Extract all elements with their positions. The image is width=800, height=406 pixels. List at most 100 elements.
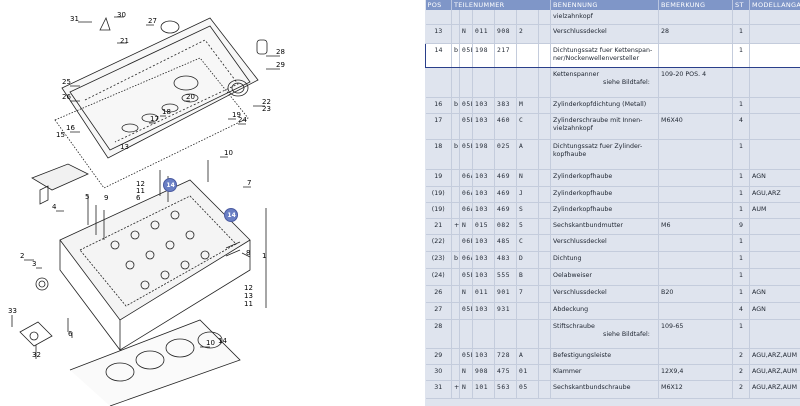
- row-remark: [658, 251, 734, 269]
- highlighted-part-badge[interactable]: 14: [163, 178, 177, 192]
- part-number-suffix: 7: [516, 285, 539, 303]
- row-quantity: 1: [732, 319, 751, 349]
- part-number-suffix: N: [516, 169, 539, 187]
- row-remark: 28: [658, 24, 734, 44]
- diagram-callout-label: 21: [120, 37, 129, 45]
- row-remark: [658, 139, 734, 170]
- table-row[interactable]: vielzahnkopf: [425, 10, 800, 25]
- column-header-model[interactable]: MODELLANGABE: [749, 0, 800, 10]
- row-description: Zylinderkopfhaube: [550, 186, 660, 203]
- row-position: [425, 67, 452, 98]
- row-remark: M6X12: [658, 380, 734, 399]
- row-description: vielzahnkopf: [550, 10, 660, 25]
- table-row[interactable]: 2905B103728ABefestigungsleiste2AGU,ARZ,A…: [425, 348, 800, 365]
- part-number-prefix: 05B: [459, 42, 473, 68]
- part-number-suffix: 5: [516, 218, 539, 235]
- part-number-suffix: [516, 67, 539, 98]
- diagram-callout-label: 24: [238, 116, 247, 124]
- diagram-callout-label: 6: [136, 194, 141, 202]
- description-line: Zylinderkopfdichtung (Metall): [553, 100, 647, 108]
- row-position: 21: [425, 218, 452, 235]
- diagram-callout-label: 29: [276, 61, 285, 69]
- part-number-suffix: [516, 319, 539, 349]
- table-row[interactable]: 1705B103460CZylinderschraube mit Innen-v…: [425, 113, 800, 140]
- table-row[interactable]: (19)06A103469JZylinderkopfhaube1AGU,ARZ: [425, 186, 800, 203]
- row-position: 18: [425, 139, 452, 170]
- diagram-callout-label: 6: [68, 330, 73, 338]
- table-row[interactable]: (19)06A103469SZylinderkopfhaube1AUM: [425, 202, 800, 219]
- part-number-group: [472, 319, 495, 349]
- column-header-quantity[interactable]: ST: [732, 0, 751, 10]
- diagram-callout-label: 33: [8, 307, 17, 315]
- part-number-group: 011: [472, 24, 495, 44]
- part-number-group: [472, 67, 495, 98]
- row-quantity: 1: [732, 251, 751, 269]
- description-line: Zylinderschraube mit Innen-: [553, 116, 643, 124]
- part-number-main: 469: [494, 202, 517, 219]
- part-number-suffix: 05: [516, 380, 539, 399]
- part-number-suffix: S: [516, 202, 539, 219]
- diagram-callout-label: 13: [120, 143, 129, 151]
- row-mark: [451, 169, 460, 187]
- part-number-prefix: 06A: [459, 202, 473, 219]
- table-row[interactable]: 16b05B103383MZylinderkopfdichtung (Metal…: [425, 97, 800, 114]
- part-number-spacer: [538, 251, 552, 269]
- column-header-pos[interactable]: POS: [425, 0, 452, 10]
- diagram-callout-label: 28: [276, 48, 285, 56]
- column-header-part-number[interactable]: TEILENUMMER: [451, 0, 552, 10]
- part-number-prefix: 06A: [459, 169, 473, 187]
- row-description: Sechskantbundmutter: [550, 218, 660, 235]
- part-number-suffix: C: [516, 234, 539, 252]
- diagram-callout-label: 9: [104, 194, 108, 202]
- row-position: 17: [425, 113, 452, 140]
- part-number-group: 103: [472, 302, 495, 320]
- description-line: Verschlussdeckel: [553, 288, 607, 296]
- part-number-group: 103: [472, 97, 495, 114]
- row-mark: [451, 186, 460, 203]
- row-mark: [451, 67, 460, 98]
- part-number-spacer: [538, 285, 552, 303]
- row-model: [749, 97, 800, 114]
- row-quantity: 1: [732, 234, 751, 252]
- highlighted-part-badge[interactable]: 14: [224, 208, 238, 222]
- part-number-prefix: [459, 319, 473, 349]
- table-row[interactable]: (24)05B103555BOelabweiser1: [425, 268, 800, 286]
- row-position: (24): [425, 268, 452, 286]
- part-number-spacer: [538, 218, 552, 235]
- row-model: [749, 10, 800, 25]
- column-header-remark[interactable]: BEMERKUNG: [658, 0, 734, 10]
- row-mark: [451, 10, 460, 25]
- table-row[interactable]: 2705B103931Abdeckung4AGN: [425, 302, 800, 320]
- column-header-description[interactable]: BENENNUNG: [550, 0, 660, 10]
- diagram-callout-label: 10: [224, 149, 233, 157]
- part-number-main: 025: [494, 139, 517, 170]
- diagram-linework: [11, 16, 280, 406]
- row-model: AGN: [749, 285, 800, 303]
- row-description: Zylinderkopfhaube: [550, 169, 660, 187]
- row-description: Oelabweiser: [550, 268, 660, 286]
- table-row[interactable]: (22)06B103485CVerschlussdeckel1: [425, 234, 800, 252]
- table-row[interactable]: 14b05B198217Dichtungssatz fuer Kettenspa…: [425, 42, 800, 68]
- part-number-spacer: [538, 97, 552, 114]
- row-description: Zylinderkopfhaube: [550, 202, 660, 219]
- table-row[interactable]: 18b05B198025ADichtungssatz fuer Zylinder…: [425, 139, 800, 170]
- part-number-group: 103: [472, 251, 495, 269]
- table-row[interactable]: 1906A103469NZylinderkopfhaube1AGN: [425, 169, 800, 187]
- row-mark: [451, 348, 460, 365]
- row-remark: [658, 202, 734, 219]
- diagram-callout-label: 25: [62, 78, 71, 86]
- table-row[interactable]: (23)b06A103483DDichtung1: [425, 251, 800, 269]
- row-quantity: 1: [732, 186, 751, 203]
- row-description: Verschlussdeckel: [550, 234, 660, 252]
- row-quantity: 1: [732, 268, 751, 286]
- diagram-callout-label: 7: [247, 179, 251, 187]
- part-number-suffix: A: [516, 139, 539, 170]
